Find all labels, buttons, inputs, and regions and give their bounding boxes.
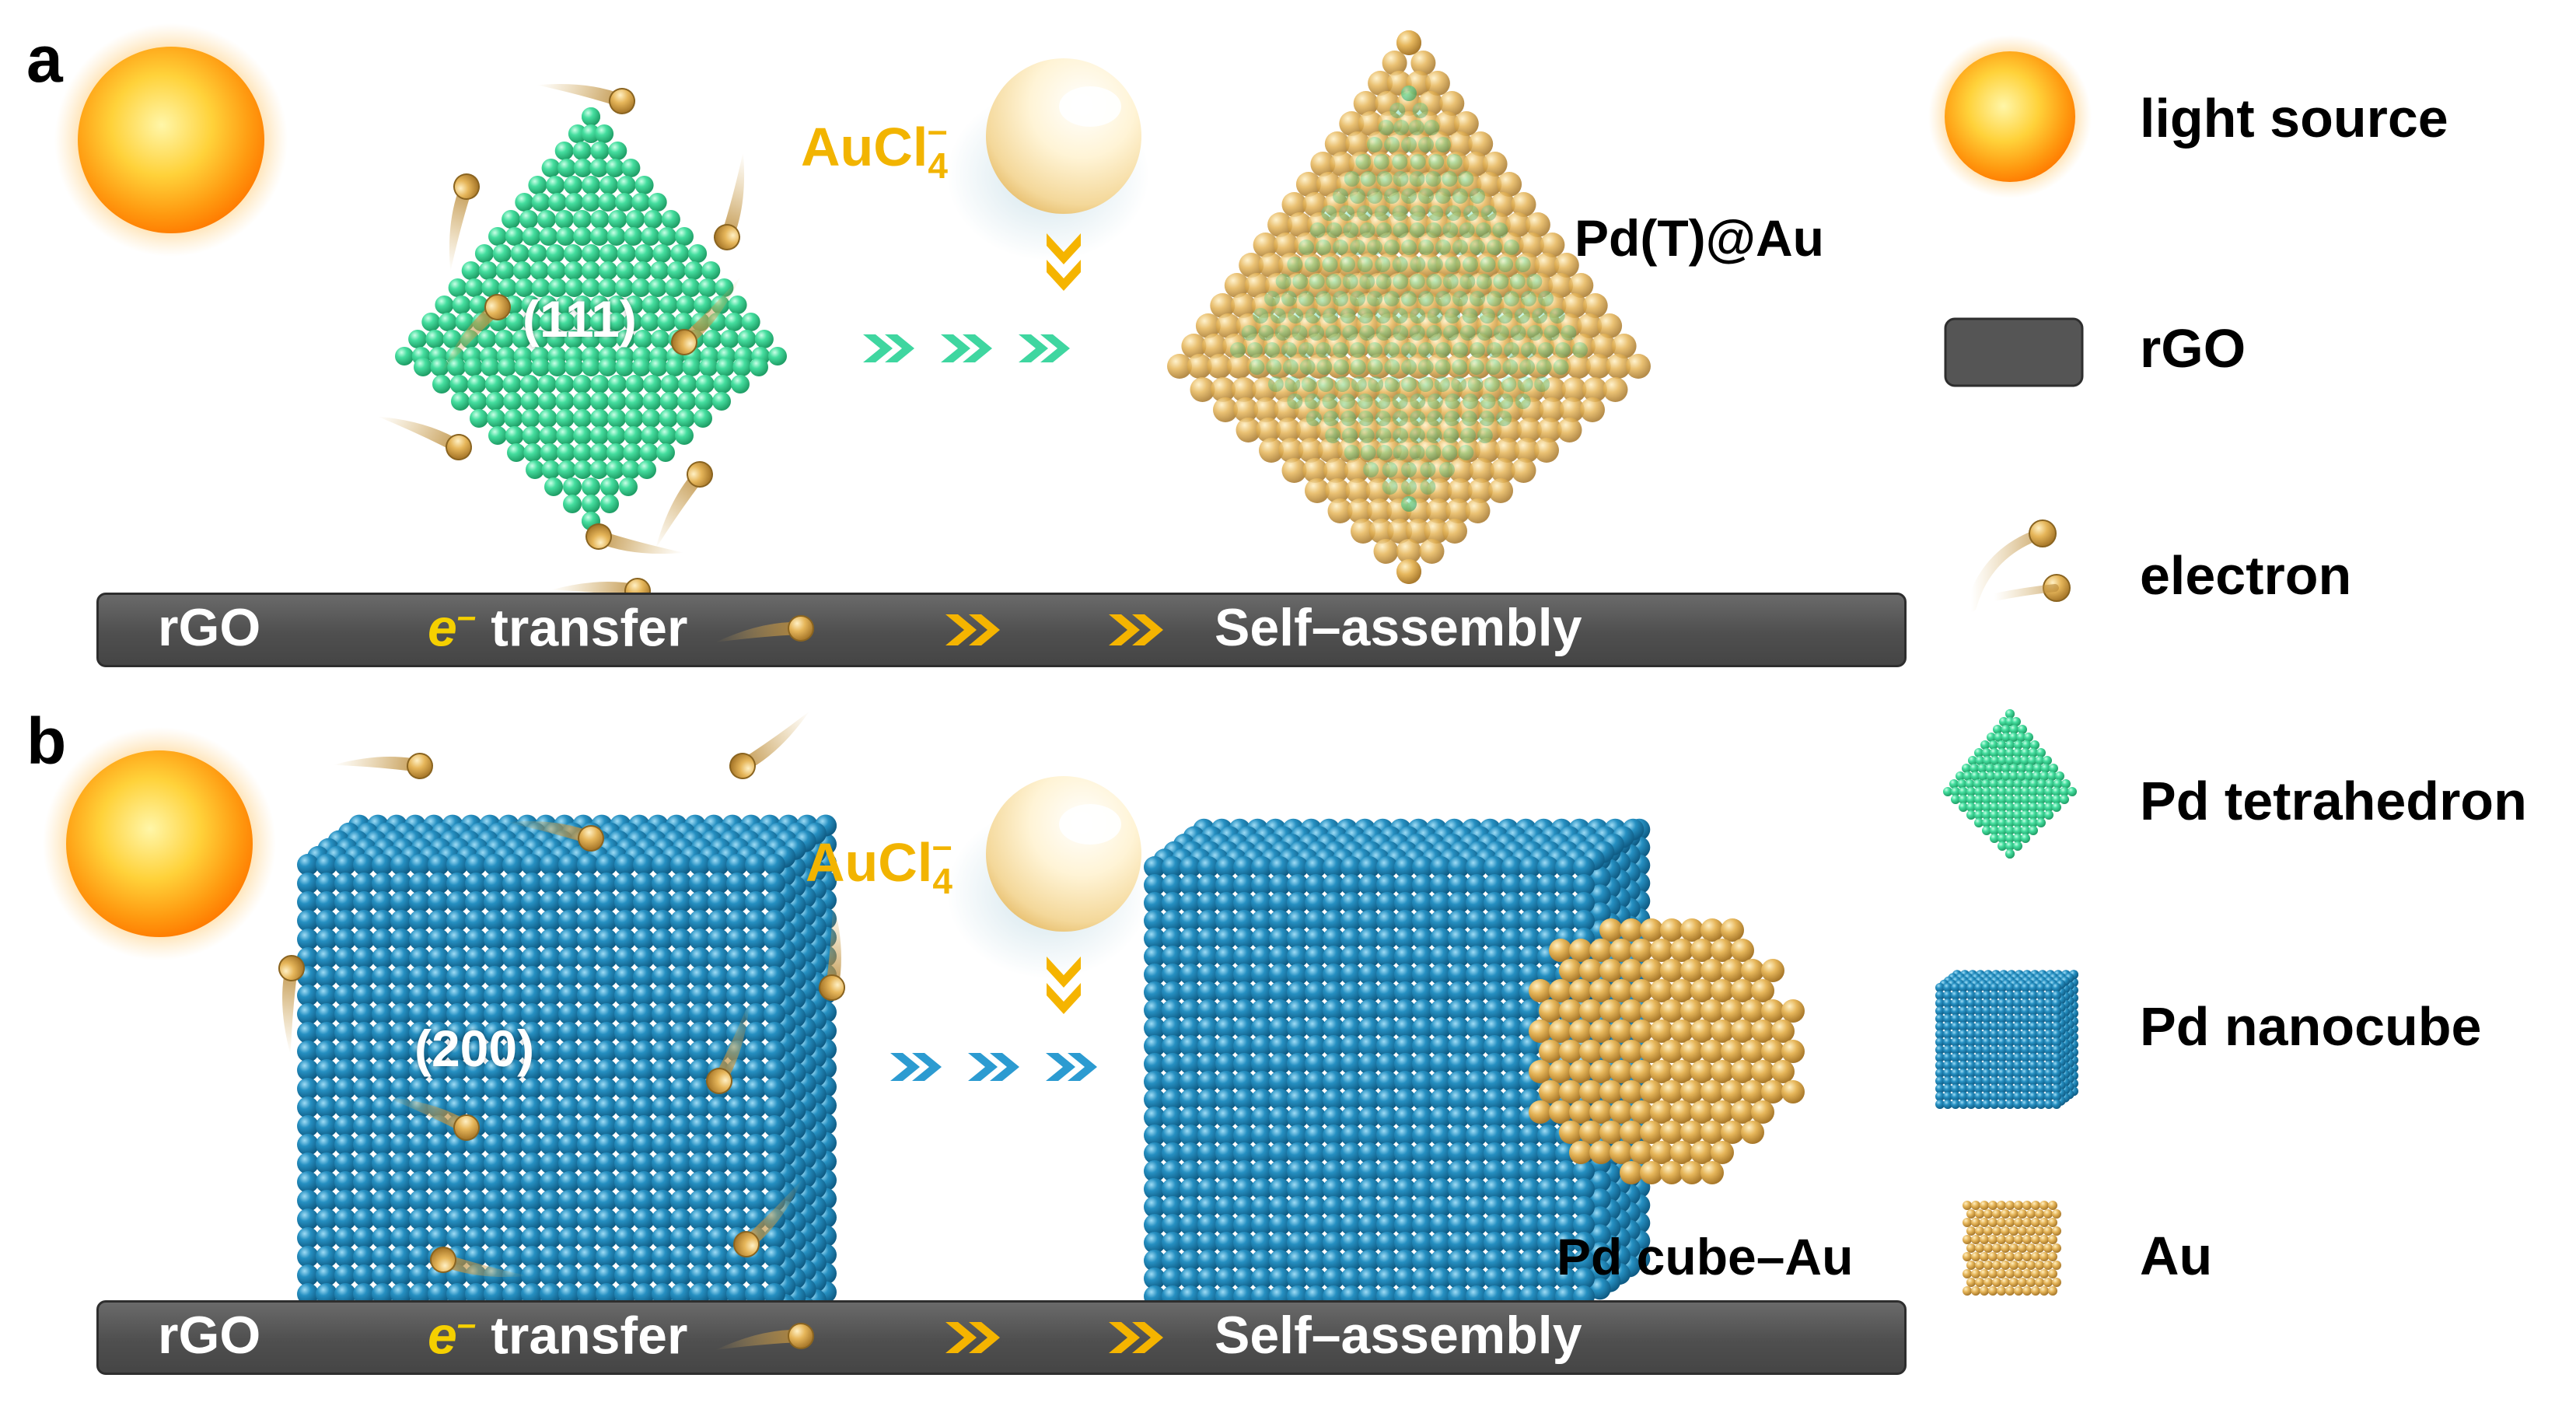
precursor-base: AuCl [801,117,928,177]
legend-label-pd-nanocube: Pd nanocube [2140,996,2482,1057]
electron-transfer-label-a: e– transfer [428,597,687,659]
panel-label-b: b [26,705,67,778]
rgo-label-a: rGO [158,598,261,657]
electron-symbol: e [428,598,457,658]
legend-label-au: Au [2140,1226,2213,1286]
precursor-label-b: AuCl4– [806,824,952,902]
self-assembly-label-a: Self–assembly [1215,598,1582,657]
transfer-word: transfer [491,1306,688,1366]
precursor-label-a: AuCl4– [801,109,948,187]
product-label-b: Pd cube–Au [1557,1228,1854,1285]
electron-symbol: e [428,1306,457,1366]
precursor-base: AuCl [806,832,933,893]
self-assembly-label-b: Self–assembly [1215,1306,1582,1365]
electron-transfer-label-b: e– transfer [428,1305,687,1366]
transfer-word: transfer [491,598,688,658]
precursor-superscript: – [931,825,952,866]
electron-charge: – [456,597,477,635]
rgo-sheet-b [96,1300,1907,1375]
legend-label-electron: electron [2140,545,2352,606]
precursor-subscript: 4 [928,145,948,186]
precursor-superscript: – [927,110,948,150]
legend-label-rgo: rGO [2140,318,2246,379]
legend-label-light-source: light source [2140,88,2448,149]
crystal-plane-label-a: (111) [523,290,637,348]
electron-charge: – [456,1305,477,1343]
rgo-sheet-icon [1944,317,2084,387]
rgo-label-b: rGO [158,1306,261,1365]
crystal-plane-label-b: (200) [414,1020,535,1077]
legend-label-pd-tetrahedron: Pd tetrahedron [2140,771,2527,831]
panel-label-a: a [26,23,63,96]
product-label-a: Pd(T)@Au [1575,209,1824,267]
rgo-sheet-a [96,593,1907,667]
